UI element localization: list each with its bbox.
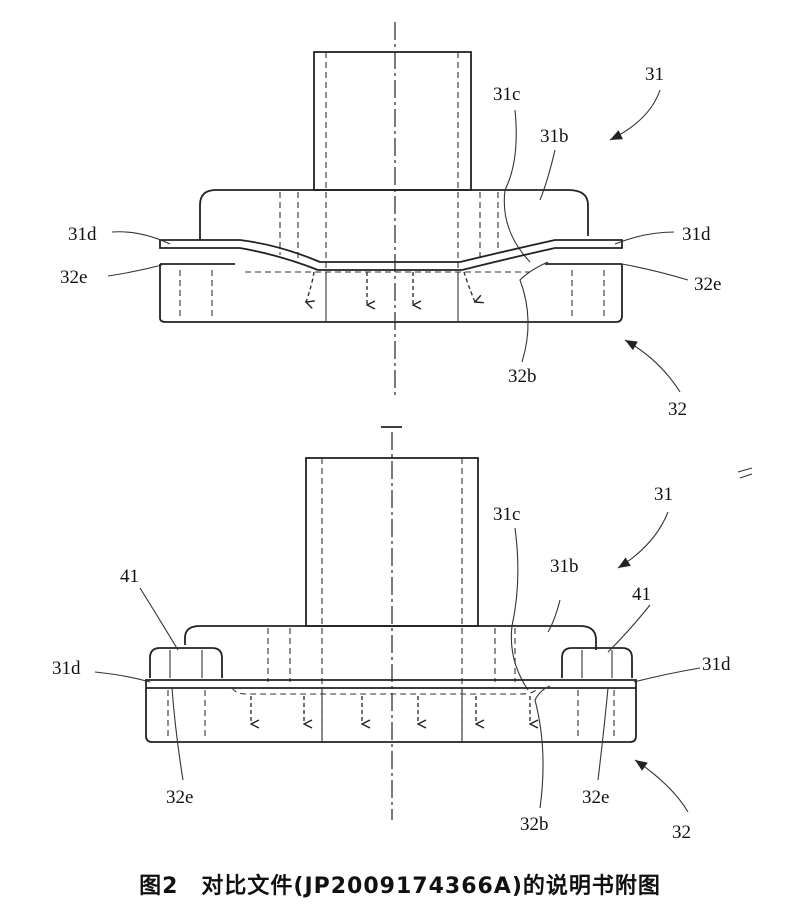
bottom-leader-32e-left [171,687,184,781]
bottom-flange-31b [184,625,597,650]
bottom-label-31d-left: 31d [52,658,81,679]
top-leader-31d-left [111,231,171,245]
bottom-label-32b: 32b [520,814,549,835]
top-label-32b: 32b [508,366,537,387]
top-arrow-31 [609,89,661,141]
top-leader-32e-right [621,263,689,281]
top-base-32 [159,263,623,323]
bottom-assembly: 31 31c 31b 41 41 31d 31d 32e 32e 32b 32 [52,432,731,843]
top-label-32e-left: 32e [60,267,87,288]
top-shaft [313,51,472,275]
bottom-bolt-left-41 [149,647,223,678]
top-arrow-32 [624,339,681,393]
bottom-leader-31b [547,599,561,633]
top-flow-arrows [306,271,475,305]
bottom-base-32 [145,687,637,743]
top-label-32: 32 [668,399,687,420]
bottom-label-31d-right: 31d [702,654,731,675]
bottom-bolt-right-41 [561,647,633,678]
bottom-leader-41-left [139,587,179,651]
top-flange-31b [199,189,589,240]
bottom-curve-31c [510,527,529,691]
top-leader-31b [539,149,556,201]
bottom-leader-41-right [607,604,651,653]
bottom-arrow-31 [617,511,669,569]
bottom-arrow-32 [634,759,689,813]
top-label-31: 31 [645,64,664,85]
bottom-label-32e-right: 32e [582,787,609,808]
top-leader-32e-left [107,264,163,277]
top-label-31d-right: 31d [682,224,711,245]
bottom-label-31c: 31c [493,504,520,525]
top-curve-31c [503,109,531,263]
bottom-plate-31d [145,679,637,689]
figure-caption: 图2 对比文件(JP2009174366A)的说明书附图 [139,874,661,899]
bottom-leader-32b [534,685,551,809]
top-label-32e-right: 32e [694,274,721,295]
bottom-flow-arrows [251,696,530,724]
top-leader-32b [519,261,549,363]
bottom-label-41-left: 41 [120,566,139,587]
top-label-31c: 31c [493,84,520,105]
bottom-leader-31d-right [633,667,701,683]
top-assembly: 31 31c 31b 31d 31d 32e 32e 32b 32 [60,22,721,420]
bottom-label-32: 32 [672,822,691,843]
top-label-31b: 31b [540,126,569,147]
bottom-leader-32e-right [597,687,609,781]
bottom-label-31b: 31b [550,556,579,577]
top-leader-31d-right [614,231,675,245]
small-mark [737,467,753,479]
bottom-label-41-right: 41 [632,584,651,605]
top-label-31d-left: 31d [68,224,97,245]
bottom-label-31: 31 [654,484,673,505]
top-plate-31d [159,239,623,271]
bottom-leader-31d-left [94,671,151,683]
bottom-label-32e-left: 32e [166,787,193,808]
